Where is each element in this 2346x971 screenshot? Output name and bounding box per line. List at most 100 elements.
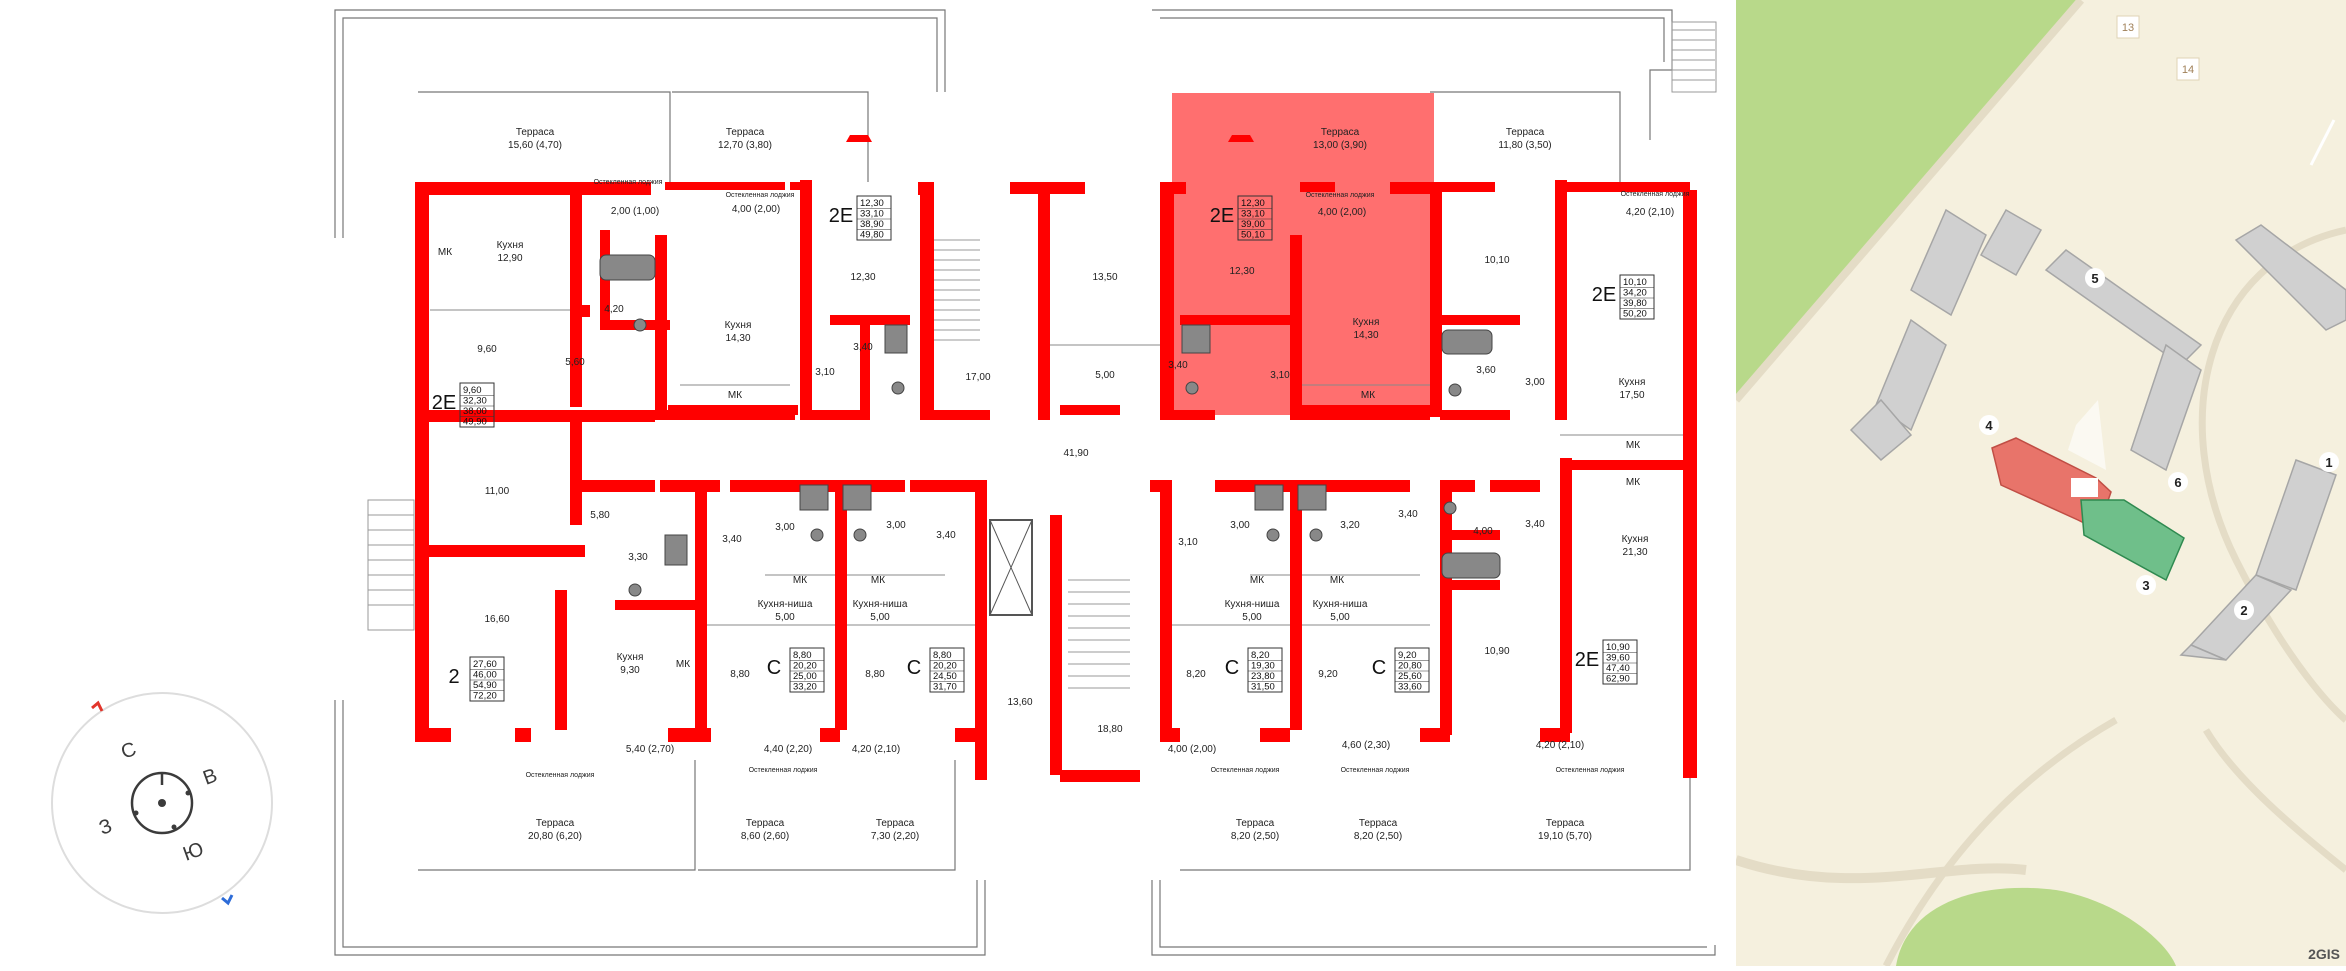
area-value: 47,40	[1606, 663, 1630, 674]
toilet-icon	[1443, 501, 1457, 515]
room-area: 8,20	[1186, 669, 1206, 680]
loggia-label: Остекленная лоджия	[526, 772, 595, 779]
floor-plan: Терраса 15,60 (4,70) Терраса 12,70 (3,80…	[51, 9, 1717, 956]
terrace-label: Терраса	[1506, 127, 1545, 138]
terrace-label: Терраса	[1359, 818, 1398, 829]
mk-label: МК	[1250, 575, 1264, 586]
kitchen-area: 9,30	[620, 665, 640, 676]
area-value: 50,10	[1241, 230, 1265, 241]
sink-icon	[1254, 484, 1284, 511]
area-value: 38,00	[463, 406, 487, 417]
apartment-type-code: 2	[448, 666, 459, 688]
room-area: 3,40	[936, 530, 956, 541]
neighbor-section[interactable]	[2080, 499, 2185, 582]
bathtub-icon	[1441, 329, 1493, 355]
apartment-type-code: С	[907, 657, 921, 679]
area-value: 12,30	[1241, 198, 1265, 209]
terrace-label: Терраса	[1546, 818, 1585, 829]
room-area: 11,00	[485, 486, 510, 497]
room-area: 12,30	[1229, 266, 1254, 277]
kitchen-label: Кухня	[725, 320, 752, 331]
kitchen-area: 17,50	[1619, 390, 1644, 401]
room-area: 9,20	[1318, 669, 1338, 680]
area-value: 25,00	[793, 671, 817, 682]
room-area: 12,30	[850, 272, 875, 283]
room-area: 3,40	[1525, 519, 1545, 530]
mk-label: МК	[438, 247, 452, 258]
toilet-icon	[891, 381, 905, 395]
area-table-frame	[789, 647, 825, 693]
area-value: 24,50	[933, 671, 957, 682]
room-area: 3,40	[1168, 360, 1188, 371]
room-area: 3,10	[815, 367, 835, 378]
room-area: 3,00	[775, 522, 795, 533]
compass-south-arrow-icon	[221, 894, 234, 906]
walls	[415, 180, 1697, 782]
area-value: 10,90	[1606, 642, 1630, 653]
area-value: 19,30	[1251, 661, 1275, 672]
terrace-label: Терраса	[516, 127, 555, 138]
area-value: 31,70	[933, 682, 957, 693]
staircase-left	[367, 499, 415, 631]
loggia-area: 4,20 (2,10)	[1536, 740, 1584, 751]
plumbing-fixtures	[599, 254, 1501, 597]
apartment-summaries: 2E12,3033,1038,9049,802E12,3033,1039,005…	[432, 195, 1655, 702]
area-value: 8,80	[933, 650, 952, 661]
area-value: 23,80	[1251, 671, 1275, 682]
room-area: 3,40	[853, 342, 873, 353]
bathtub-icon	[599, 254, 656, 281]
elevator	[989, 519, 1033, 616]
room-area: 3,60	[1476, 365, 1496, 376]
site-map[interactable]: 1 2 3 4 5 6 13 14 2GIS	[1736, 0, 2346, 966]
stair-area: 13,60	[1007, 697, 1032, 708]
area-value: 32,30	[463, 396, 487, 407]
sink-icon	[842, 484, 872, 511]
compass-north-arrow-icon	[91, 700, 104, 712]
building-number: 6	[2174, 475, 2181, 490]
apartment-type-code: 2E	[1210, 205, 1234, 227]
mk-label: МК	[1626, 440, 1640, 451]
room-area: 3,00	[886, 520, 906, 531]
room-area: 4,20	[604, 304, 624, 315]
mk-label: МК	[1361, 390, 1375, 401]
loggia-area: 5,40 (2,70)	[626, 744, 674, 755]
loggia-area: 4,00 (2,00)	[1168, 744, 1216, 755]
sink-icon	[664, 534, 688, 566]
room-area: 3,40	[1398, 509, 1418, 520]
toilet-icon	[1309, 528, 1323, 542]
room-area: 8,80	[730, 669, 750, 680]
mk-label: МК	[1626, 477, 1640, 488]
compass-north-label: С	[118, 738, 139, 764]
sink-icon	[799, 484, 829, 511]
area-value: 9,60	[463, 385, 482, 396]
area-table-frame	[1247, 647, 1283, 693]
sink-icon	[884, 324, 908, 354]
area-value: 20,20	[793, 661, 817, 672]
floor-plan-drawing: Терраса 15,60 (4,70) Терраса 12,70 (3,80…	[51, 9, 1717, 956]
area-value: 46,00	[473, 670, 497, 681]
loggia-label: Остекленная лоджия	[726, 192, 795, 199]
kitchen-label: Кухня	[617, 652, 644, 663]
room-area: 5,60	[565, 357, 585, 368]
staircase-top	[930, 239, 980, 341]
area-value: 12,30	[860, 198, 884, 209]
area-value: 33,10	[1241, 209, 1265, 220]
area-value: 25,60	[1398, 671, 1422, 682]
house-number-tag: 14	[2182, 64, 2194, 76]
area-table-frame	[1619, 274, 1655, 320]
selected-apartment[interactable]	[1172, 93, 1434, 415]
building-number: 2	[2240, 603, 2247, 618]
toilet-icon	[633, 318, 647, 332]
stair-area: 18,80	[1097, 724, 1122, 735]
apartment-type-code: С	[1372, 657, 1386, 679]
